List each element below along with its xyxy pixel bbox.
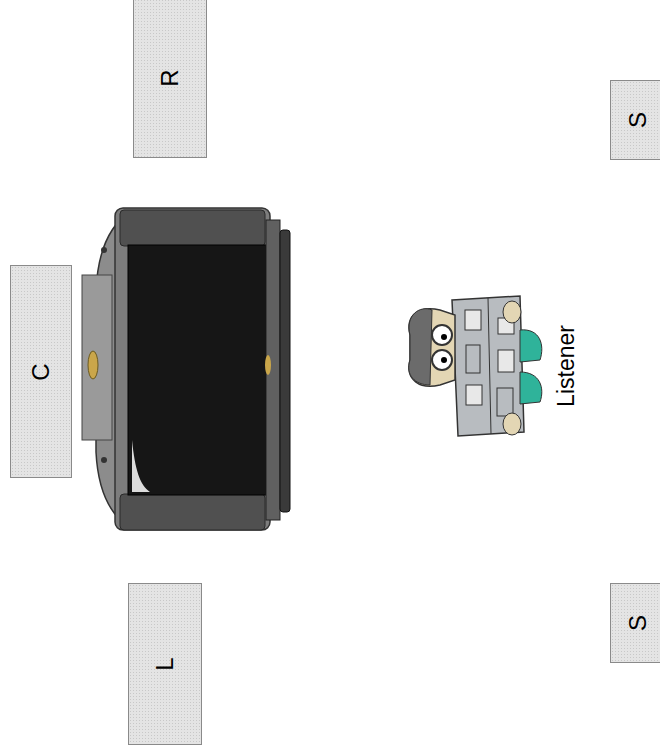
speaker-label: S [626, 615, 650, 631]
television [82, 208, 290, 530]
listener-figure [409, 296, 542, 436]
speaker-label: C [29, 363, 53, 380]
speaker-box: L [128, 583, 202, 745]
speaker-box: R [133, 0, 207, 158]
speaker-label: R [158, 69, 182, 86]
speaker-label: S [626, 112, 650, 128]
speaker-box: S [610, 80, 660, 160]
speaker-label: L [153, 657, 177, 670]
speaker-box: C [10, 265, 72, 478]
listener-label: Listener [555, 325, 578, 407]
speaker-box: S [610, 583, 660, 663]
